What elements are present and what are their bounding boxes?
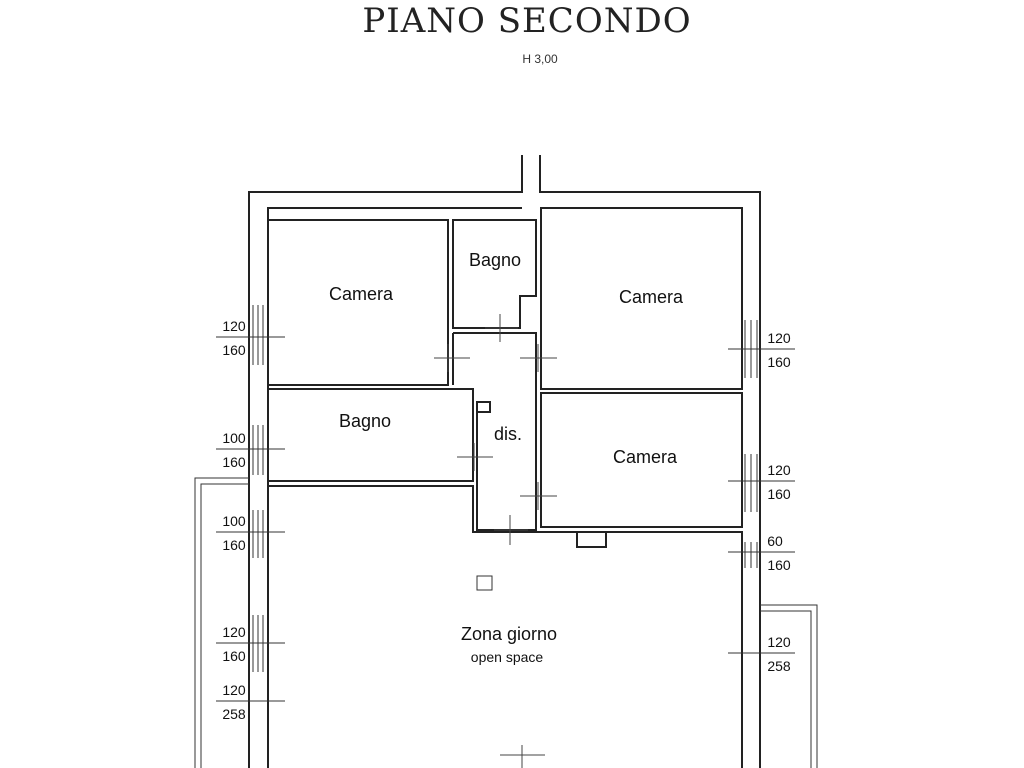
window-dim-right-2-height: 160 (767, 486, 791, 502)
room-label-camera-top-left: Camera (329, 284, 394, 304)
room-camera-top-left (267, 219, 449, 386)
page-subtitle: H 3,00 (522, 52, 558, 66)
window-dim-left-4-height: 160 (222, 648, 246, 664)
room-camera-mid-right (540, 392, 743, 528)
window-dim-left-4-width: 120 (222, 624, 246, 640)
room-label-zona-giorno: Zona giorno (461, 624, 557, 644)
window-dim-right-4-height: 258 (767, 658, 791, 674)
door-marks (434, 314, 557, 768)
room-dis (452, 332, 537, 531)
window-dim-left-1-height: 160 (222, 342, 246, 358)
window-dim-left-3-height: 160 (222, 537, 246, 553)
room-camera-top-right (540, 207, 743, 390)
room-bagno-top (452, 219, 537, 329)
window-dim-right-3-height: 160 (767, 557, 791, 573)
window-dims-left: 120 160 100 160 100 160 120 160 120 258 (216, 318, 285, 722)
window-dim-left-5-height: 258 (222, 706, 246, 722)
window-dim-left-2-width: 100 (222, 430, 246, 446)
room-label-bagno-left: Bagno (339, 411, 391, 431)
window-dim-left-1-width: 120 (222, 318, 246, 334)
room-label-camera-top-right: Camera (619, 287, 684, 307)
windows-left-marks (252, 305, 264, 672)
room-zona-giorno (268, 485, 743, 768)
outer-walls (248, 155, 761, 768)
room-bagno-left (267, 388, 474, 482)
balcony-right (760, 604, 818, 768)
window-dim-right-1-width: 120 (767, 330, 791, 346)
room-label-camera-mid-right: Camera (613, 447, 678, 467)
window-dim-right-3-width: 60 (767, 533, 783, 549)
window-dim-right-4-width: 120 (767, 634, 791, 650)
room-label-dis: dis. (494, 424, 522, 444)
room-label-bagno-top: Bagno (469, 250, 521, 270)
window-dim-left-3-width: 100 (222, 513, 246, 529)
window-dim-right-2-width: 120 (767, 462, 791, 478)
windows-right-marks (744, 320, 758, 568)
window-dim-right-1-height: 160 (767, 354, 791, 370)
page-title: PIANO SECONDO (362, 1, 691, 41)
balcony-left (194, 477, 249, 768)
window-dim-left-5-width: 120 (222, 682, 246, 698)
room-label-open-space: open space (471, 649, 544, 665)
window-dim-left-2-height: 160 (222, 454, 246, 470)
window-dims-right: 120 160 120 160 60 160 120 258 (728, 330, 795, 674)
